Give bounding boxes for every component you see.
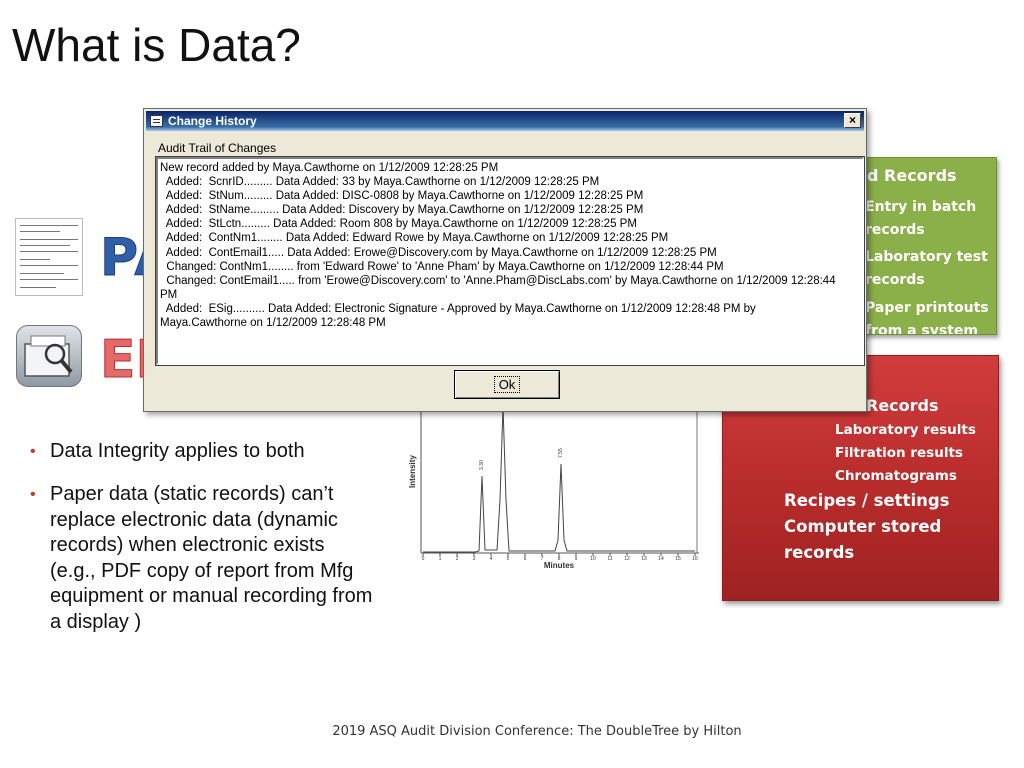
audit-log-line: Added: StName......... Data Added: Disco… [160,204,644,217]
file-cabinet-icon [16,325,82,387]
x-tick-label: 1 [439,556,442,562]
x-tick-label: 5 [507,556,510,562]
x-tick-label: 12 [624,556,630,562]
x-tick-label: 0 [422,556,425,562]
paper-records-item: Laboratory test records [865,249,988,288]
dialog-titlebar[interactable]: Change History × [146,111,864,131]
audit-log-line: Changed: ContNm1........ from 'Edward Ro… [160,260,724,273]
ok-button-label: Ok [493,376,521,393]
electronic-records-heading: Records [866,396,939,415]
x-tick-label: 7 [541,556,544,562]
x-tick-label: 10 [590,556,596,562]
paper-records-item: Paper printouts from a system [865,300,989,335]
x-tick-label: 14 [658,556,664,562]
x-tick-label: 16 [692,556,698,562]
x-tick-label: 2 [456,556,459,562]
audit-log-line: Added: ContEmail1..... Data Added: Erowe… [160,246,717,259]
bullet-item: • Data Integrity applies to both [30,439,360,465]
bullet-dot-icon: • [30,486,36,503]
paper-records-item: Entry in batch records [865,199,977,238]
electronic-records-item: Recipes / settings [784,491,950,510]
dialog-title: Change History [168,114,257,128]
slide-title: What is Data? [12,19,301,71]
x-tick-label: 3 [473,556,476,562]
electronic-records-subitem: Laboratory results [835,422,976,438]
window-app-icon [150,115,163,127]
close-button[interactable]: × [844,113,861,128]
x-tick-label: 15 [675,556,681,562]
slide-footer: 2019 ASQ Audit Division Conference: The … [332,724,742,739]
audit-log-line: Added: StLctn......... Data Added: Room … [160,218,637,231]
audit-log-line: PM [160,288,178,301]
audit-log-line: Added: ScnrID......... Data Added: 33 by… [160,176,600,189]
x-tick-label: 11 [607,556,612,562]
audit-log-line: Added: ESig.......... Data Added: Electr… [160,302,756,315]
chrom-xlabel: Minutes [544,561,575,570]
paper-records-heading: d Records [867,166,957,185]
electronic-records-subitem: Chromatograms [835,468,957,484]
electronic-records-item: Computer stored records [784,517,942,562]
audit-log-line: Added: ContNm1........ Data Added: Edwar… [160,232,669,245]
chrom-ylabel: Intensity [408,455,417,488]
peak-label: 3.30 [479,460,485,470]
audit-log-line: New record added by Maya.Cawthorne on 1/… [160,162,499,174]
x-tick-label: 6 [524,556,527,562]
audit-trail-label: Audit Trail of Changes [158,141,277,155]
x-tick-label: 8 [558,556,561,562]
bullet-item: • Paper data (static records) can’t repl… [30,483,373,633]
peak-label: 7.55 [558,448,564,458]
x-tick-label: 13 [641,556,647,562]
x-tick-label: 9 [575,556,578,562]
bullet-dot-icon: • [30,443,36,460]
paper-document-icon [15,218,83,296]
audit-trail-textbox[interactable]: New record added by Maya.Cawthorne on 1/… [155,156,865,366]
x-tick-label: 4 [490,556,493,562]
audit-log-line: Added: StNum......... Data Added: DISC-0… [160,190,644,203]
ok-button[interactable]: Ok [454,370,560,399]
audit-log-line: Maya.Cawthorne on 1/12/2009 12:28:48 PM [160,317,386,330]
change-history-dialog: Change History × Audit Trail of Changes … [143,108,867,412]
audit-log-line: Changed: ContEmail1..... from 'Erowe@Dis… [160,274,836,287]
electronic-records-subitem: Filtration results [835,445,963,461]
